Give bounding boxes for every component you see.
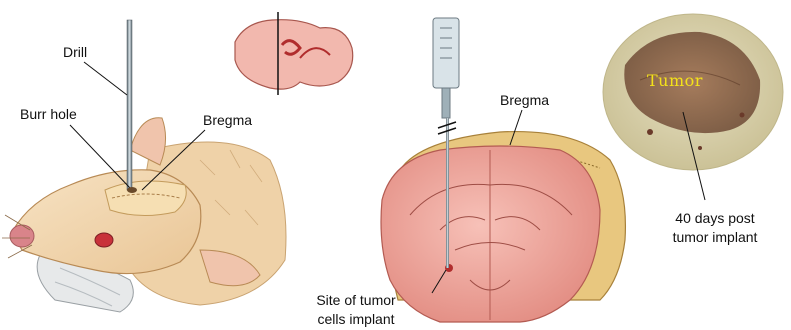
brain-inset bbox=[235, 12, 353, 95]
drill bbox=[127, 20, 132, 190]
rat-illustration bbox=[2, 118, 286, 312]
label-drill: Drill bbox=[63, 44, 87, 61]
tumor-section-photo bbox=[603, 14, 783, 200]
label-tumor: Tumor bbox=[647, 71, 703, 90]
rat-nose bbox=[10, 225, 34, 247]
label-site-line2: cells implant bbox=[302, 311, 410, 328]
burr-hole bbox=[127, 187, 137, 193]
label-burr-hole: Burr hole bbox=[20, 106, 77, 123]
label-site-line1: Site of tumor bbox=[302, 292, 410, 309]
label-post-line2: tumor implant bbox=[660, 229, 770, 246]
label-bregma-right: Bregma bbox=[500, 92, 549, 109]
label-post-line1: 40 days post bbox=[660, 210, 770, 227]
label-bregma-left: Bregma bbox=[203, 112, 252, 129]
rat-eye bbox=[95, 233, 113, 247]
coronal-section bbox=[381, 132, 625, 322]
rat-ear-top bbox=[130, 118, 166, 165]
